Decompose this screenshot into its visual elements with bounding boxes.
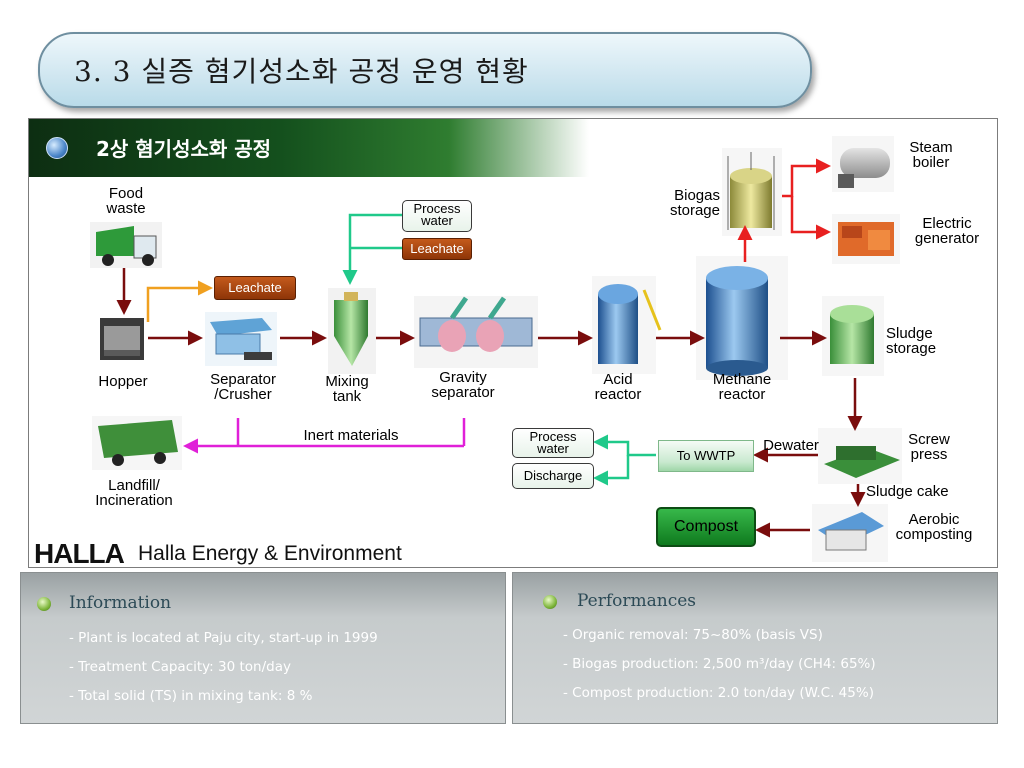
separator-crusher-icon [205,312,277,366]
information-item: - Plant is located at Paju city, start-u… [69,630,378,646]
performances-item: - Organic removal: 75~80% (basis VS) [563,627,823,643]
information-item: - Total solid (TS) in mixing tank: 8 % [69,688,313,704]
slide-title: 3. 3 실증 혐기성소화 공정 운영 현황 [74,55,529,88]
label-acid-reactor: Acid reactor [594,371,642,403]
slide-title-banner: 3. 3 실증 혐기성소화 공정 운영 현황 [38,32,812,108]
aerobic-composting-icon [812,504,888,562]
performances-panel: Performances - Organic removal: 75~80% (… [512,572,998,724]
to-wwtp-box: To WWTP [658,440,754,472]
landfill-truck-icon [92,416,182,470]
performances-item: - Biogas production: 2,500 m³/day (CH4: … [563,656,876,672]
label-gravity-separator: Gravity separator [431,369,495,401]
label-food-waste: Food waste [106,185,146,217]
label-landfill-incineration: Landfill/ Incineration [95,477,173,509]
performances-heading: Performances [577,591,697,611]
section-banner [29,119,589,177]
label-aerobic-composting: Aerobic composting [895,511,973,543]
performances-item: - Compost production: 2.0 ton/day (W.C. … [563,685,874,701]
main-flow-arrows [116,268,866,538]
label-hopper: Hopper [98,373,148,390]
label-mixing-tank: Mixing tank [325,373,369,405]
label-screw-press: Screw press [908,431,950,463]
label-inert-materials: Inert materials [303,427,399,444]
halla-logo: HALLA [34,538,125,569]
label-electric-generator: Electric generator [914,215,980,247]
leachate-box-2: Leachate [402,238,472,260]
gravity-separator-icon [414,296,538,368]
label-methane-reactor: Methane reactor [712,371,772,403]
inert-materials-flow [183,418,466,454]
biogas-storage-icon [722,148,782,236]
steam-boiler-icon [832,136,894,192]
electric-generator-icon [832,214,900,264]
hopper-icon [100,318,144,360]
leachate-flow-arrow [146,280,213,322]
process-water-box-2: Process water [512,428,594,458]
process-water-box-1: Process water [402,200,472,232]
company-name: Halla Energy & Environment [138,542,402,565]
section-title: 2상 혐기성소화 공정 [96,137,272,161]
label-separator-crusher: Separator /Crusher [210,371,276,403]
discharge-box: Discharge [512,463,594,489]
information-bullet-icon [37,597,51,611]
screw-press-icon [818,428,902,484]
methane-reactor-icon [696,256,788,380]
label-steam-boiler: Steam boiler [909,139,953,171]
sludge-storage-icon [822,296,884,376]
information-panel: Information - Plant is located at Paju c… [20,572,506,724]
mixing-tank-icon [328,288,376,374]
acid-reactor-icon [592,276,662,374]
leachate-box-1: Leachate [214,276,296,300]
food-waste-truck-icon [90,222,162,268]
compost-box: Compost [656,507,756,547]
performances-bullet-icon [543,595,557,609]
information-item: - Treatment Capacity: 30 ton/day [69,659,291,675]
label-biogas-storage: Biogas storage [669,187,720,219]
biogas-flow-arrows [737,158,831,262]
label-dewater: Dewater [763,437,819,454]
process-water-flow-arrows [342,213,656,486]
banner-bullet-icon [46,137,68,159]
information-heading: Information [69,593,172,613]
label-sludge-storage: Sludge storage [886,325,937,357]
label-sludge-cake: Sludge cake [866,483,949,500]
